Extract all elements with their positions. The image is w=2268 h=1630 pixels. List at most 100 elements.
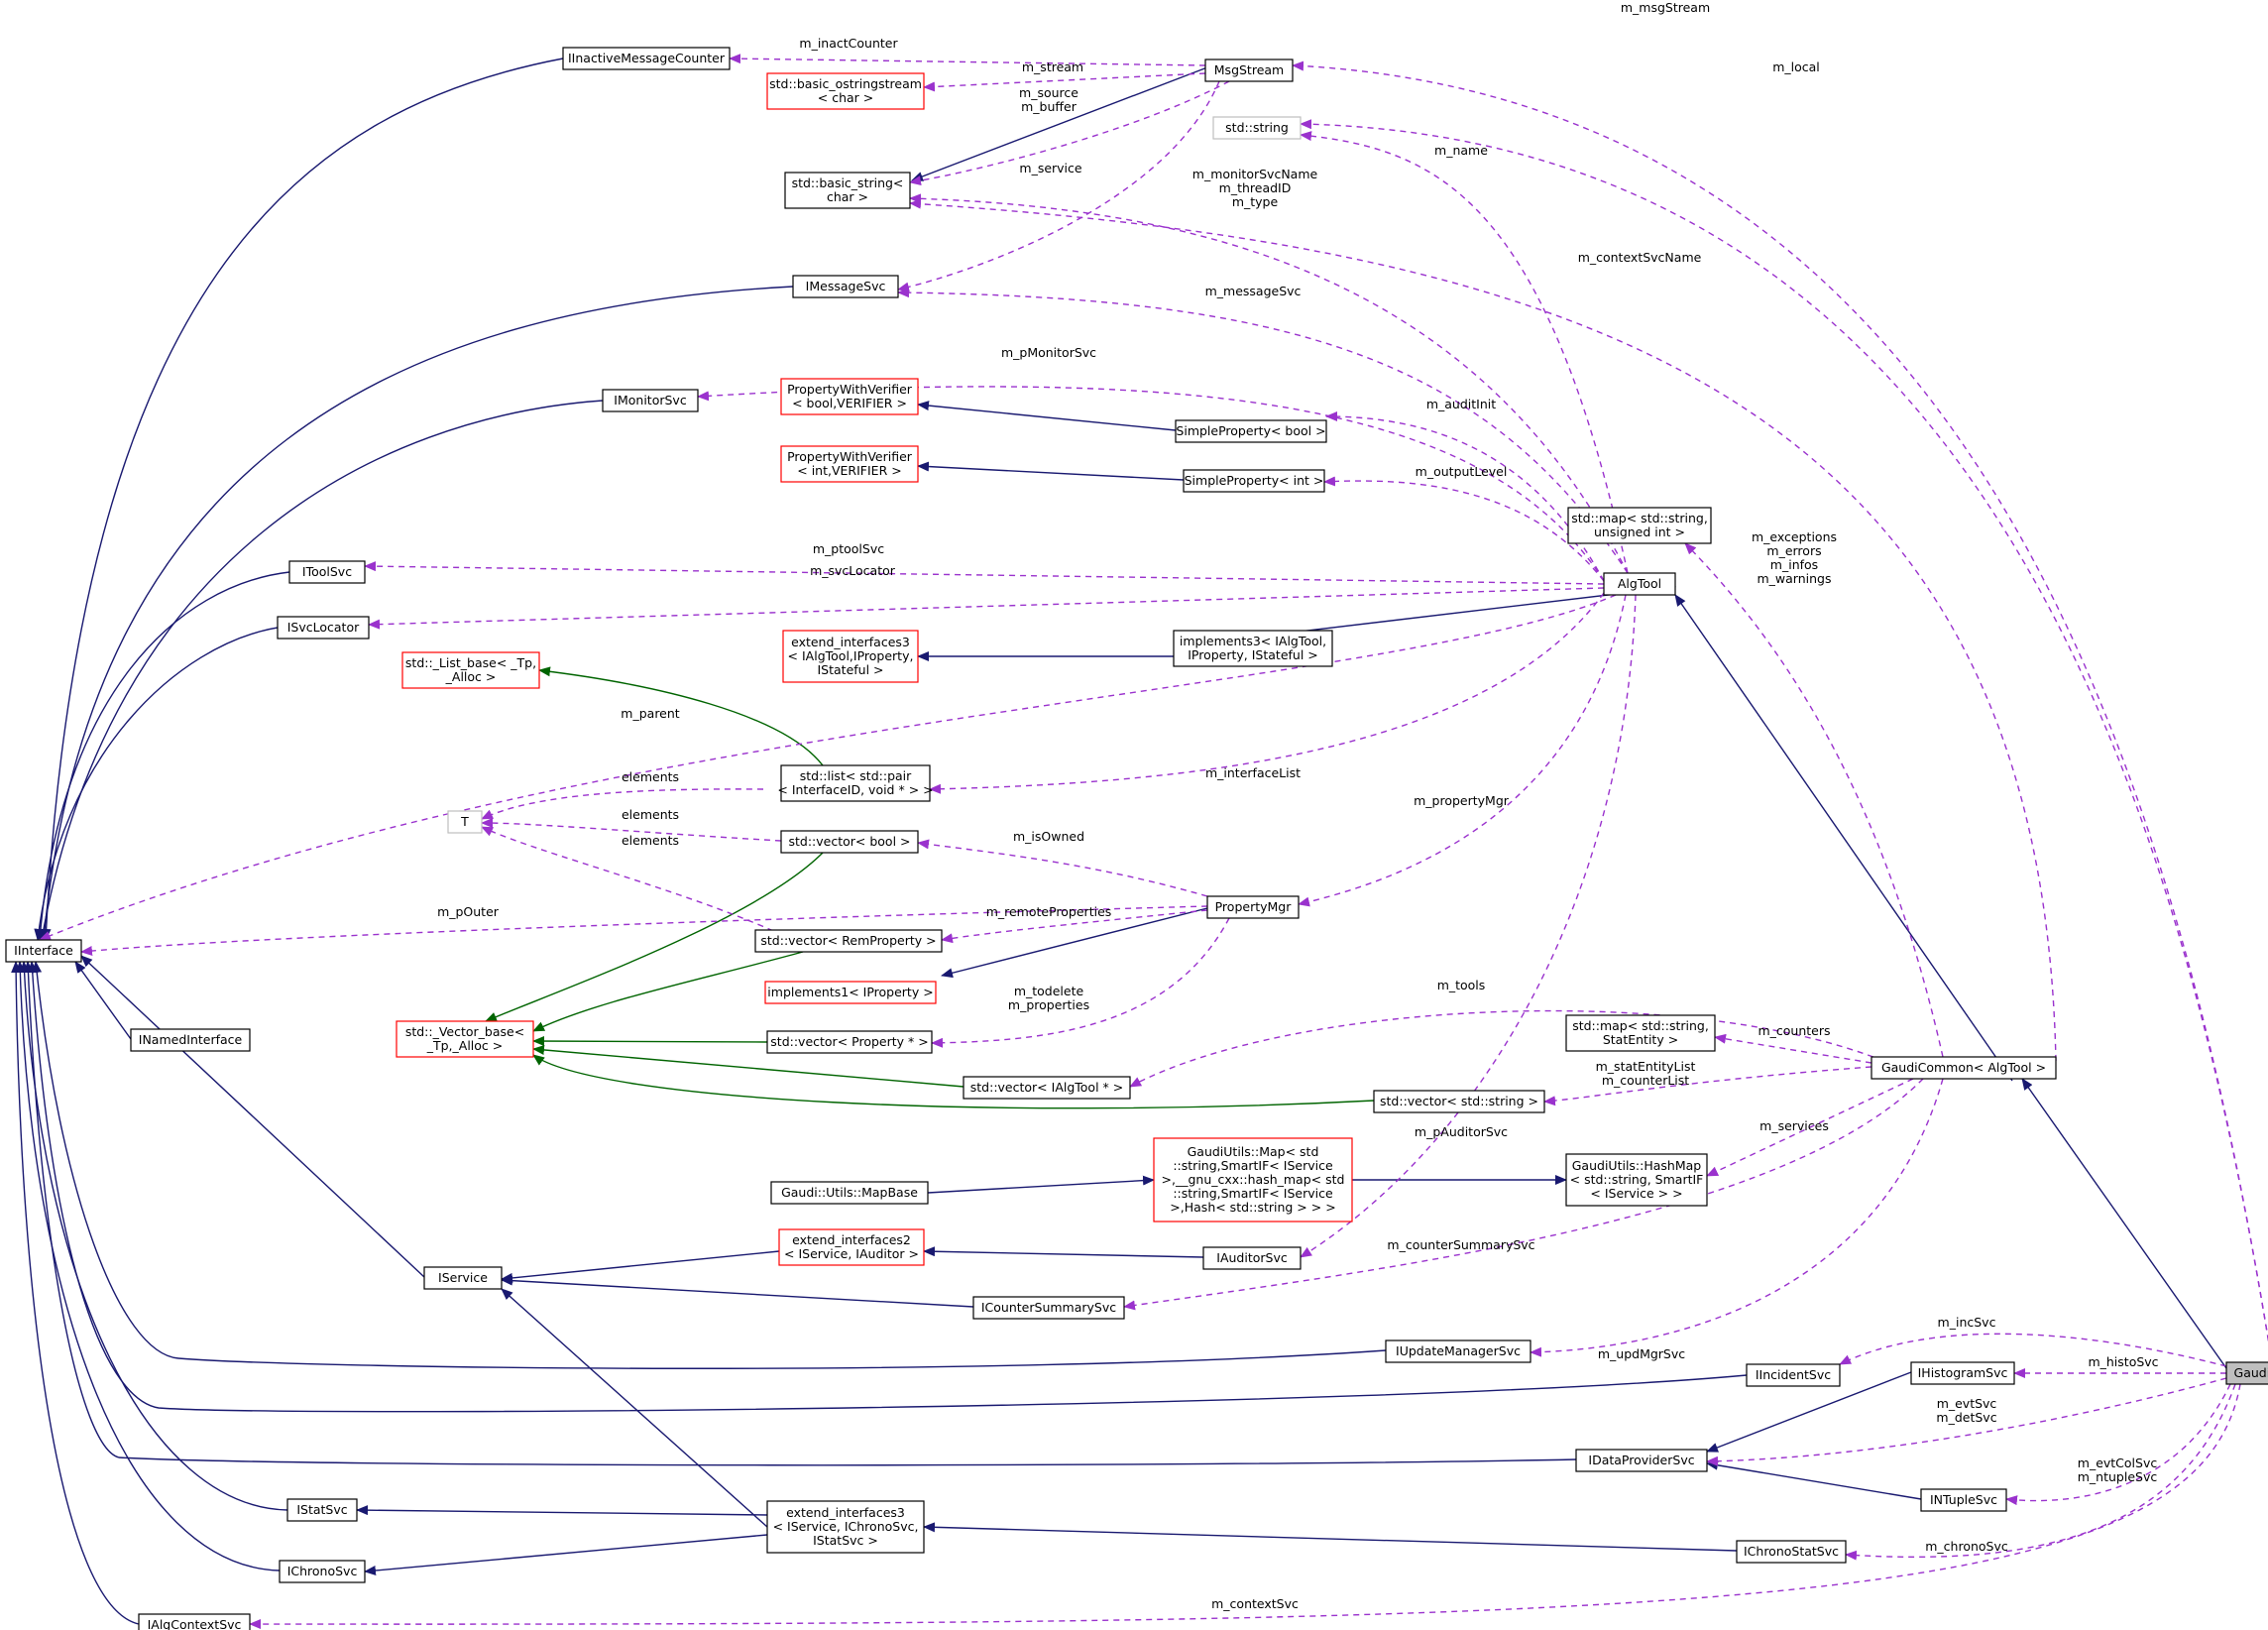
class-node-list-base[interactable]: std::_List_base< _Tp,_Alloc >: [401, 651, 540, 689]
edge-label: m_services: [1759, 1118, 1829, 1133]
class-node-label: INamedInterface: [139, 1032, 243, 1047]
class-node-label: GaudiUtils::HashMap: [1572, 1158, 1702, 1173]
class-node-label: IInactiveMessageCounter: [568, 51, 726, 65]
usage-edge: [481, 818, 782, 842]
usage-edge: [1129, 1009, 1884, 1088]
class-node-vector-base[interactable]: std::_Vector_base<_Tp,_Alloc >: [396, 1020, 534, 1058]
class-node-label: PropertyWithVerifier: [787, 449, 913, 464]
usage-edge: [909, 193, 1629, 574]
edge-label-line: m_updMgrSvc: [1598, 1346, 1685, 1361]
class-node-vector-ialgtool[interactable]: std::vector< IAlgTool * >: [963, 1076, 1131, 1100]
class-node-inamedinterface[interactable]: INamedInterface: [130, 1028, 251, 1052]
class-node-label: ISvcLocator: [287, 620, 360, 635]
class-node-msgstream[interactable]: MsgStream: [1204, 58, 1294, 82]
class-node-vector-string[interactable]: std::vector< std::string >: [1373, 1090, 1545, 1113]
class-node-implements1[interactable]: implements1< IProperty >: [764, 981, 937, 1004]
class-node-ihistogramsvc[interactable]: IHistogramSvc: [1910, 1361, 2015, 1385]
class-node-simpleproperty-int[interactable]: SimpleProperty< int >: [1183, 469, 1325, 493]
inheritance-edge: [40, 286, 794, 941]
class-node-extend-interfaces3-alg[interactable]: extend_interfaces3< IAlgTool,IProperty,I…: [782, 630, 919, 683]
class-node-vector-property[interactable]: std::vector< Property * >: [766, 1030, 933, 1054]
class-node-extend-interfaces2[interactable]: extend_interfaces2< IService, IAuditor >: [778, 1228, 925, 1266]
edge-label-line: m_isOwned: [1013, 829, 1084, 844]
class-node-gaudicommon[interactable]: GaudiCommon< AlgTool >: [1871, 1056, 2057, 1080]
usage-edge: [39, 594, 1617, 941]
class-node-basic-string[interactable]: std::basic_string<char >: [784, 172, 911, 209]
class-node-label: std::vector< Property * >: [770, 1034, 928, 1049]
inheritance-edge: [917, 401, 1177, 431]
class-node-iinactivemessagecounter[interactable]: IInactiveMessageCounter: [562, 47, 731, 70]
class-node-ichronostatsvc[interactable]: IChronoStatSvc: [1736, 1540, 1847, 1564]
edge-label: m_pOuter: [437, 904, 500, 919]
class-node-box: [782, 630, 919, 683]
usage-edge: [1298, 594, 1627, 907]
edge-label-line: m_pOuter: [437, 904, 500, 919]
class-node-vector-bool[interactable]: std::vector< bool >: [780, 830, 919, 854]
class-node-pwv-int[interactable]: PropertyWithVerifier< int,VERIFIER >: [780, 445, 919, 483]
edge-label-line: elements: [622, 833, 679, 848]
usage-edge: [1706, 1078, 1914, 1177]
usage-edge: [1292, 60, 2268, 1342]
class-node-iinterface[interactable]: IInterface: [5, 939, 82, 963]
class-node-implements3[interactable]: implements3< IAlgTool,IProperty, IStatef…: [1173, 630, 1333, 667]
class-node-iincidentsvc[interactable]: IIncidentSvc: [1746, 1363, 1841, 1387]
class-node-ialgcontextsvc[interactable]: IAlgContextSvc: [138, 1613, 251, 1630]
class-node-mapbase[interactable]: Gaudi::Utils::MapBase: [770, 1181, 929, 1205]
class-node-label: < int,VERIFIER >: [797, 463, 901, 478]
class-node-label: IMonitorSvc: [614, 393, 687, 408]
class-node-imonitorsvc[interactable]: IMonitorSvc: [602, 389, 699, 412]
class-node-gaudiutils-hashmap[interactable]: GaudiUtils::HashMap< std::string, SmartI…: [1565, 1153, 1708, 1207]
usage-edge: [909, 80, 1230, 186]
class-node-iauditorsvc[interactable]: IAuditorSvc: [1202, 1246, 1302, 1270]
class-node-t[interactable]: T: [447, 810, 483, 834]
class-node-istatsvc[interactable]: IStatSvc: [286, 1498, 358, 1522]
class-node-extend-interfaces3-svc[interactable]: extend_interfaces3< IService, IChronoSvc…: [766, 1500, 925, 1554]
class-node-itoolsvc[interactable]: IToolSvc: [288, 560, 366, 584]
class-node-intuplesvc[interactable]: INTupleSvc: [1920, 1488, 2007, 1512]
usage-edge: [909, 198, 2057, 1062]
edge-label: m_contextSvc: [1211, 1596, 1299, 1611]
class-node-label: char >: [827, 189, 868, 204]
class-node-map-string-uint[interactable]: std::map< std::string,unsigned int >: [1567, 507, 1712, 544]
class-node-basic-ostringstream[interactable]: std::basic_ostringstream< char >: [766, 72, 925, 110]
class-node-box: [286, 1498, 358, 1522]
class-node-map-string-statentity[interactable]: std::map< std::string,StatEntity >: [1565, 1014, 1716, 1052]
edge-label: m_counterSummarySvc: [1387, 1237, 1534, 1252]
edge-label: m_interfaceList: [1205, 765, 1301, 780]
class-node-box: [1567, 507, 1712, 544]
edge-label: elements: [622, 807, 679, 822]
inheritance-edge: [15, 961, 281, 1572]
class-node-propertymgr[interactable]: PropertyMgr: [1206, 895, 1300, 919]
class-node-box: [766, 1500, 925, 1554]
class-node-std-string[interactable]: std::string: [1212, 116, 1302, 140]
class-node-gaudiutils-map[interactable]: GaudiUtils::Map< std::string,SmartIF< IS…: [1153, 1137, 1353, 1222]
class-node-iupdatemanagersvc[interactable]: IUpdateManagerSvc: [1385, 1339, 1531, 1363]
class-node-algtool[interactable]: AlgTool: [1603, 572, 1676, 596]
class-node-isvclocator[interactable]: ISvcLocator: [277, 616, 370, 640]
class-node-label: std::basic_string<: [792, 175, 904, 190]
edge-label-line: m_pAuditorSvc: [1415, 1124, 1508, 1139]
class-node-label: std::_List_base< _Tp,: [405, 655, 536, 670]
class-node-pwv-bool[interactable]: PropertyWithVerifier< bool,VERIFIER >: [780, 378, 919, 415]
class-node-idataprovidersvc[interactable]: IDataProviderSvc: [1575, 1449, 1708, 1472]
class-node-box: [1603, 572, 1676, 596]
inheritance-edge: [927, 1175, 1155, 1194]
class-node-label: IAuditorSvc: [1216, 1250, 1288, 1265]
class-node-label: unsigned int >: [1594, 524, 1685, 539]
inheritance-edge: [80, 955, 425, 1278]
class-node-simpleproperty-bool[interactable]: SimpleProperty< bool >: [1175, 419, 1327, 443]
class-node-vector-remproperty[interactable]: std::vector< RemProperty >: [754, 929, 943, 953]
class-node-gauditool[interactable]: GaudiTool: [2225, 1361, 2268, 1385]
class-node-icountersummarysvc[interactable]: ICounterSummarySvc: [972, 1296, 1125, 1320]
class-node-ichronosvc[interactable]: IChronoSvc: [279, 1560, 366, 1583]
usage-edge: [1839, 1333, 2227, 1367]
class-node-box: [1212, 116, 1302, 140]
class-node-box: [780, 378, 919, 415]
edge-label-line: m_warnings: [1758, 571, 1832, 586]
class-node-iservice[interactable]: IService: [423, 1266, 503, 1290]
class-node-label: StatEntity >: [1603, 1032, 1678, 1047]
class-node-label: < std::string, SmartIF: [1570, 1172, 1704, 1187]
class-node-list-pair[interactable]: std::list< std::pair< InterfaceID, void …: [777, 764, 934, 802]
class-node-imessagesvc[interactable]: IMessageSvc: [792, 275, 899, 298]
